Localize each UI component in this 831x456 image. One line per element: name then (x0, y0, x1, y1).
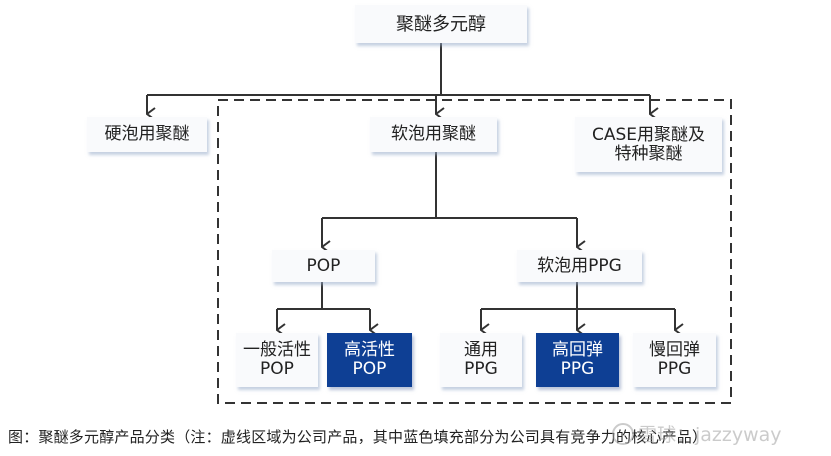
watermark: 雪球：jazzyway (612, 420, 782, 447)
node-label: 硬泡用聚醚 (104, 124, 190, 144)
node-label: 软泡用聚醚 (391, 124, 476, 144)
node-high-active-pop: 高活性 POP (327, 333, 412, 387)
node-label: 聚醚多元醇 (396, 13, 486, 35)
node-slow-rebound-ppg: 慢回弹 PPG (633, 333, 716, 387)
node-label: 高活性 POP (344, 340, 395, 379)
node-flexible-ppg: 软泡用PPG (517, 250, 642, 282)
node-general-ppg: 通用 PPG (440, 333, 522, 387)
node-case-special: CASE用聚醚及 特种聚醚 (575, 117, 722, 172)
node-rigid-foam: 硬泡用聚醚 (87, 117, 207, 152)
node-flexible-foam: 软泡用聚醚 (370, 117, 497, 152)
node-label: 一般活性 POP (243, 340, 311, 379)
node-root: 聚醚多元醇 (355, 5, 527, 43)
node-label: CASE用聚醚及 特种聚醚 (591, 124, 706, 164)
node-label: 高回弹 PPG (552, 340, 603, 379)
node-label: 通用 PPG (464, 340, 498, 379)
node-general-pop: 一般活性 POP (236, 333, 318, 387)
node-label: POP (306, 255, 341, 276)
company-products-dashed-region (217, 99, 732, 404)
node-label: 软泡用PPG (537, 255, 622, 276)
watermark-text: 雪球：jazzyway (638, 424, 782, 446)
node-high-resilience-ppg: 高回弹 PPG (536, 333, 619, 387)
figure-caption: 图：聚醚多元醇产品分类（注：虚线区域为公司产品，其中蓝色填充部分为公司具有竞争力… (8, 428, 708, 446)
node-label: 慢回弹 PPG (649, 340, 700, 379)
node-pop: POP (272, 250, 375, 282)
snowball-logo-icon (612, 422, 634, 445)
